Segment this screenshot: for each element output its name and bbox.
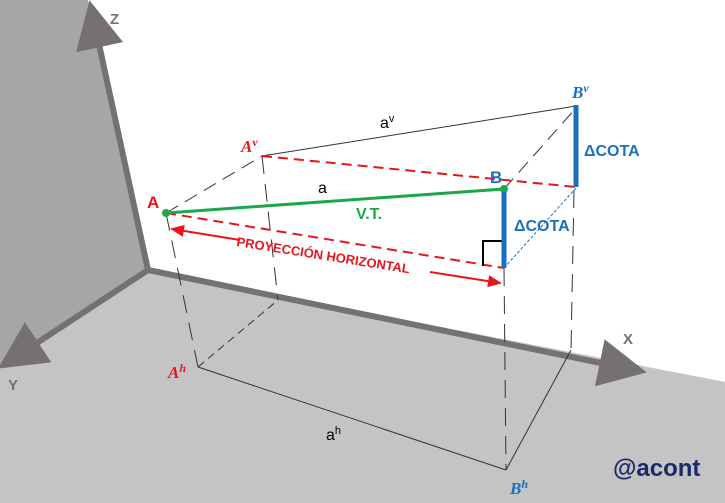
segment-label-av: av: [380, 113, 395, 132]
horizontal-projection-arrow: [429, 271, 502, 288]
projector-b-bv-lower: [503, 187, 577, 269]
label-b: B: [490, 168, 502, 187]
projector-a-av: [165, 155, 263, 214]
true-length-label: V.T.: [356, 206, 382, 223]
watermark: @acont: [613, 455, 700, 482]
horizontal-projection-arrow: [170, 224, 241, 241]
segment-av-bv: [261, 105, 577, 157]
true-length-segment: [165, 187, 505, 215]
projector-bh-x: [505, 349, 572, 471]
av-bv-horizontal-dashed: [261, 155, 577, 188]
x-axis: [147, 267, 647, 387]
x-axis-label: X: [623, 331, 633, 348]
projector-b-bh: [503, 267, 507, 471]
right-angle-icon: [482, 240, 504, 266]
horizontal-plane: [0, 270, 725, 503]
projector-av-down: [261, 155, 279, 301]
y-axis: [0, 267, 150, 369]
a-horizontal-dashed: [165, 212, 505, 269]
z-axis-label: Z: [110, 11, 119, 28]
label-a: A: [147, 193, 159, 212]
z-axis: [76, 0, 151, 271]
projector-ah-x: [197, 299, 279, 368]
segment-label-a: a: [318, 180, 327, 197]
label-av: Av: [240, 135, 258, 156]
label-bh: Bh: [509, 477, 528, 498]
projector-b-bv: [503, 107, 577, 190]
horizontal-projection-label: PROYECCIÓN HORIZONTAL: [236, 234, 412, 276]
projector-bv-down: [570, 189, 575, 351]
delta-cota-vertical-label: ΔCOTA: [584, 143, 640, 160]
segment-ah-bh: [197, 366, 507, 471]
delta-cota-label: ΔCOTA: [514, 218, 570, 235]
point-a: [162, 209, 170, 217]
point-b: [500, 185, 508, 193]
segment-label-ah: ah: [326, 425, 341, 444]
label-bv: Bv: [571, 81, 589, 102]
label-ah: Ah: [167, 361, 186, 382]
vertical-plane-left: [0, 0, 148, 368]
y-axis-label: Y: [8, 377, 18, 394]
